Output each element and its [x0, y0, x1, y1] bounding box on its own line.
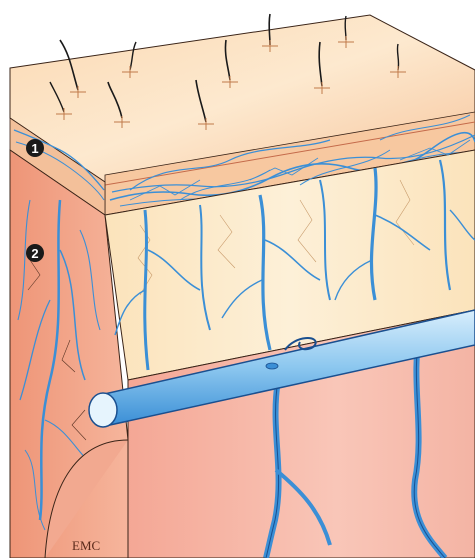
marker-1-label: 1: [31, 141, 38, 156]
emc-logo: EMC: [72, 538, 100, 553]
marker-2: 2: [26, 244, 44, 262]
marker-2-label: 2: [31, 246, 38, 261]
marker-1: 1: [26, 139, 44, 157]
